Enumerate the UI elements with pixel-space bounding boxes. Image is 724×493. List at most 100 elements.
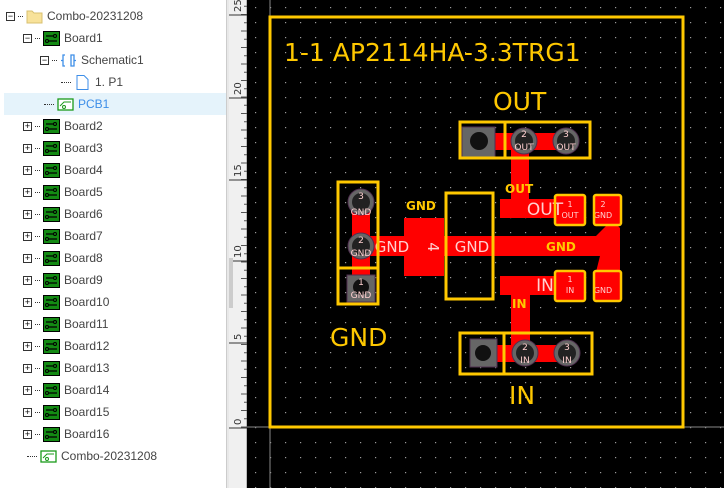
pad-num: 3	[563, 130, 569, 140]
expand-icon[interactable]: +	[23, 208, 32, 219]
tree-item-label: Board13	[64, 361, 110, 375]
silk-text: 1-1 AP2114HA-3.3TRG1 OUT GND IN GND OUT …	[284, 38, 581, 410]
tree-item-board6[interactable]: +Board6	[4, 203, 226, 225]
tree-connector	[35, 169, 40, 171]
trace-in-vertical	[511, 285, 530, 355]
tree-connector	[27, 455, 37, 457]
component-title: 1-1 AP2114HA-3.3TRG1	[284, 38, 581, 67]
tree-item-board3[interactable]: +Board3	[4, 137, 226, 159]
page-icon	[76, 74, 89, 90]
tree-connector	[44, 103, 54, 105]
smd-pad-gnd-bottom	[595, 272, 620, 300]
pad-num: 1	[358, 278, 364, 288]
tree-item-board11[interactable]: +Board11	[4, 313, 226, 335]
board-icon	[43, 294, 60, 310]
tree-item-pcb1[interactable]: PCB1	[4, 93, 226, 115]
through-hole-pads	[346, 126, 581, 368]
pad-num: 1	[567, 200, 572, 209]
pad4-num: 4	[424, 242, 442, 252]
board-icon	[43, 382, 60, 398]
expand-icon[interactable]: +	[23, 340, 32, 351]
trace-net: GND	[375, 238, 409, 256]
net-label-gnd: GND	[406, 199, 436, 213]
collapse-icon[interactable]: −	[40, 54, 49, 65]
expand-icon[interactable]: +	[23, 252, 32, 263]
pad-num: 2	[522, 343, 528, 353]
tree-item-board4[interactable]: +Board4	[4, 159, 226, 181]
tree-item-board15[interactable]: + Board15	[4, 401, 226, 423]
tree-item-page-p1[interactable]: 1. P1	[4, 71, 226, 93]
tree-item-board8[interactable]: + Board8	[4, 247, 226, 269]
board-outline	[268, 15, 685, 429]
expand-icon[interactable]: +	[23, 120, 32, 131]
expand-icon[interactable]: +	[23, 142, 32, 153]
expand-icon[interactable]: +	[23, 274, 32, 285]
tree-item-board13[interactable]: + Board13	[4, 357, 226, 379]
tree-item-board16[interactable]: +Board16	[4, 423, 226, 445]
smd-pad-in	[556, 272, 585, 300]
tree-connector	[35, 191, 40, 193]
expand-icon[interactable]: +	[23, 296, 32, 307]
tree-item-board2[interactable]: + Board2	[4, 115, 226, 137]
pad-net: IN	[566, 286, 574, 295]
tree-item-schematic1[interactable]: − Schematic1	[4, 49, 226, 71]
expand-icon[interactable]: +	[23, 362, 32, 373]
tree-item-board10[interactable]: +Board10	[4, 291, 226, 313]
tree-item-combo-pcb[interactable]: Combo-20231208	[4, 445, 226, 467]
ruler-label: 0	[233, 419, 244, 425]
in-label: IN	[509, 381, 535, 410]
collapse-icon[interactable]: −	[6, 10, 15, 21]
board-icon	[43, 30, 60, 46]
expand-icon[interactable]: +	[23, 186, 32, 197]
board-icon	[43, 360, 60, 376]
smd-pad-out	[556, 196, 585, 224]
tree-connector	[35, 213, 40, 215]
tree-connector	[35, 147, 40, 149]
tree-item-board9[interactable]: + Board9	[4, 269, 226, 291]
tree-item-label: Schematic1	[81, 53, 144, 67]
pad-net: GND	[351, 249, 372, 259]
pad-num: 2	[600, 200, 605, 209]
pad-num: 1	[567, 275, 572, 284]
tree-item-board14[interactable]: +Board14	[4, 379, 226, 401]
expand-icon[interactable]: +	[23, 318, 32, 329]
trace-out	[500, 199, 562, 218]
tree-item-label: Board9	[64, 273, 103, 287]
tree-item-board12[interactable]: +Board12	[4, 335, 226, 357]
tree-item-root[interactable]: −Combo-20231208	[4, 5, 226, 27]
board-icon	[43, 426, 60, 442]
expand-icon[interactable]: +	[23, 384, 32, 395]
silkscreen	[268, 15, 685, 429]
tree-item-label: Board2	[64, 119, 103, 133]
ruler-scroll-handle[interactable]	[229, 258, 233, 308]
expand-icon[interactable]: +	[23, 230, 32, 241]
tree-item-board7[interactable]: + Board7	[4, 225, 226, 247]
tree-item-label: Board15	[64, 405, 110, 419]
pad-num: 3	[564, 343, 570, 353]
tree-item-board5[interactable]: +Board5	[4, 181, 226, 203]
trace-net: OUT	[527, 200, 564, 220]
trace-net: IN	[536, 276, 554, 296]
pad-net: GND	[594, 286, 612, 295]
collapse-icon[interactable]: −	[23, 32, 32, 43]
expand-icon[interactable]: +	[23, 406, 32, 417]
panel-splitter[interactable]	[226, 0, 229, 488]
pad-net: OUT	[561, 211, 578, 220]
expand-icon[interactable]: +	[23, 164, 32, 175]
ruler-label: 5	[233, 334, 244, 340]
board-icon	[43, 184, 60, 200]
net-label-in: IN	[512, 297, 527, 311]
pad-num: 2	[521, 130, 527, 140]
gnd-label: GND	[330, 323, 387, 352]
schematic-icon	[61, 53, 76, 67]
pad-net: OUT	[514, 143, 534, 153]
expand-icon[interactable]: +	[23, 428, 32, 439]
tree-item-label: Board8	[64, 251, 103, 265]
smd-pad-gnd-top	[595, 196, 620, 224]
tree-item-label: Board7	[64, 229, 103, 243]
tree-item-board1[interactable]: −Board1	[4, 27, 226, 49]
tree-connector	[35, 411, 40, 413]
